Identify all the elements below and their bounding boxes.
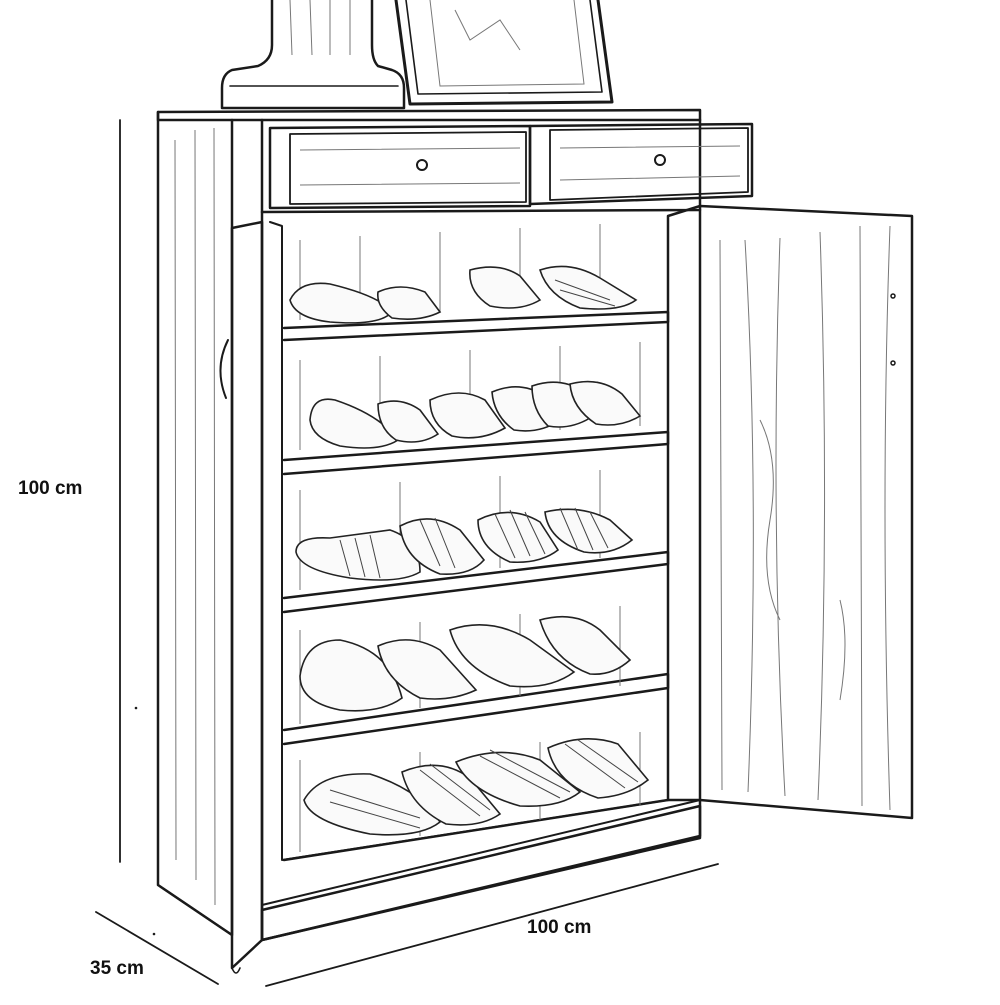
shoes-row-2: [309, 380, 642, 449]
right-door: [666, 204, 914, 820]
cabinet-top: [156, 108, 702, 122]
left-door: [219, 220, 264, 974]
depth-label: 35 cm: [90, 958, 144, 979]
height-dimension-line: [119, 119, 138, 863]
depth-dimension-line: [95, 911, 219, 985]
height-label: 100 cm: [18, 478, 83, 499]
width-dimension-line: [265, 863, 719, 987]
vase-decoration: [220, 0, 406, 110]
picture-frame: [394, 0, 614, 106]
drawer-right: [528, 122, 754, 206]
left-side-panel: [156, 110, 234, 937]
shoes-row-4: [299, 615, 632, 712]
shoes-row-5: [303, 738, 650, 836]
width-label: 100 cm: [527, 917, 592, 938]
shoes-row-3: [295, 507, 634, 581]
cabinet-plinth: [157, 804, 702, 942]
drawer-left: [268, 124, 532, 210]
shoes-row-1: [289, 265, 638, 324]
